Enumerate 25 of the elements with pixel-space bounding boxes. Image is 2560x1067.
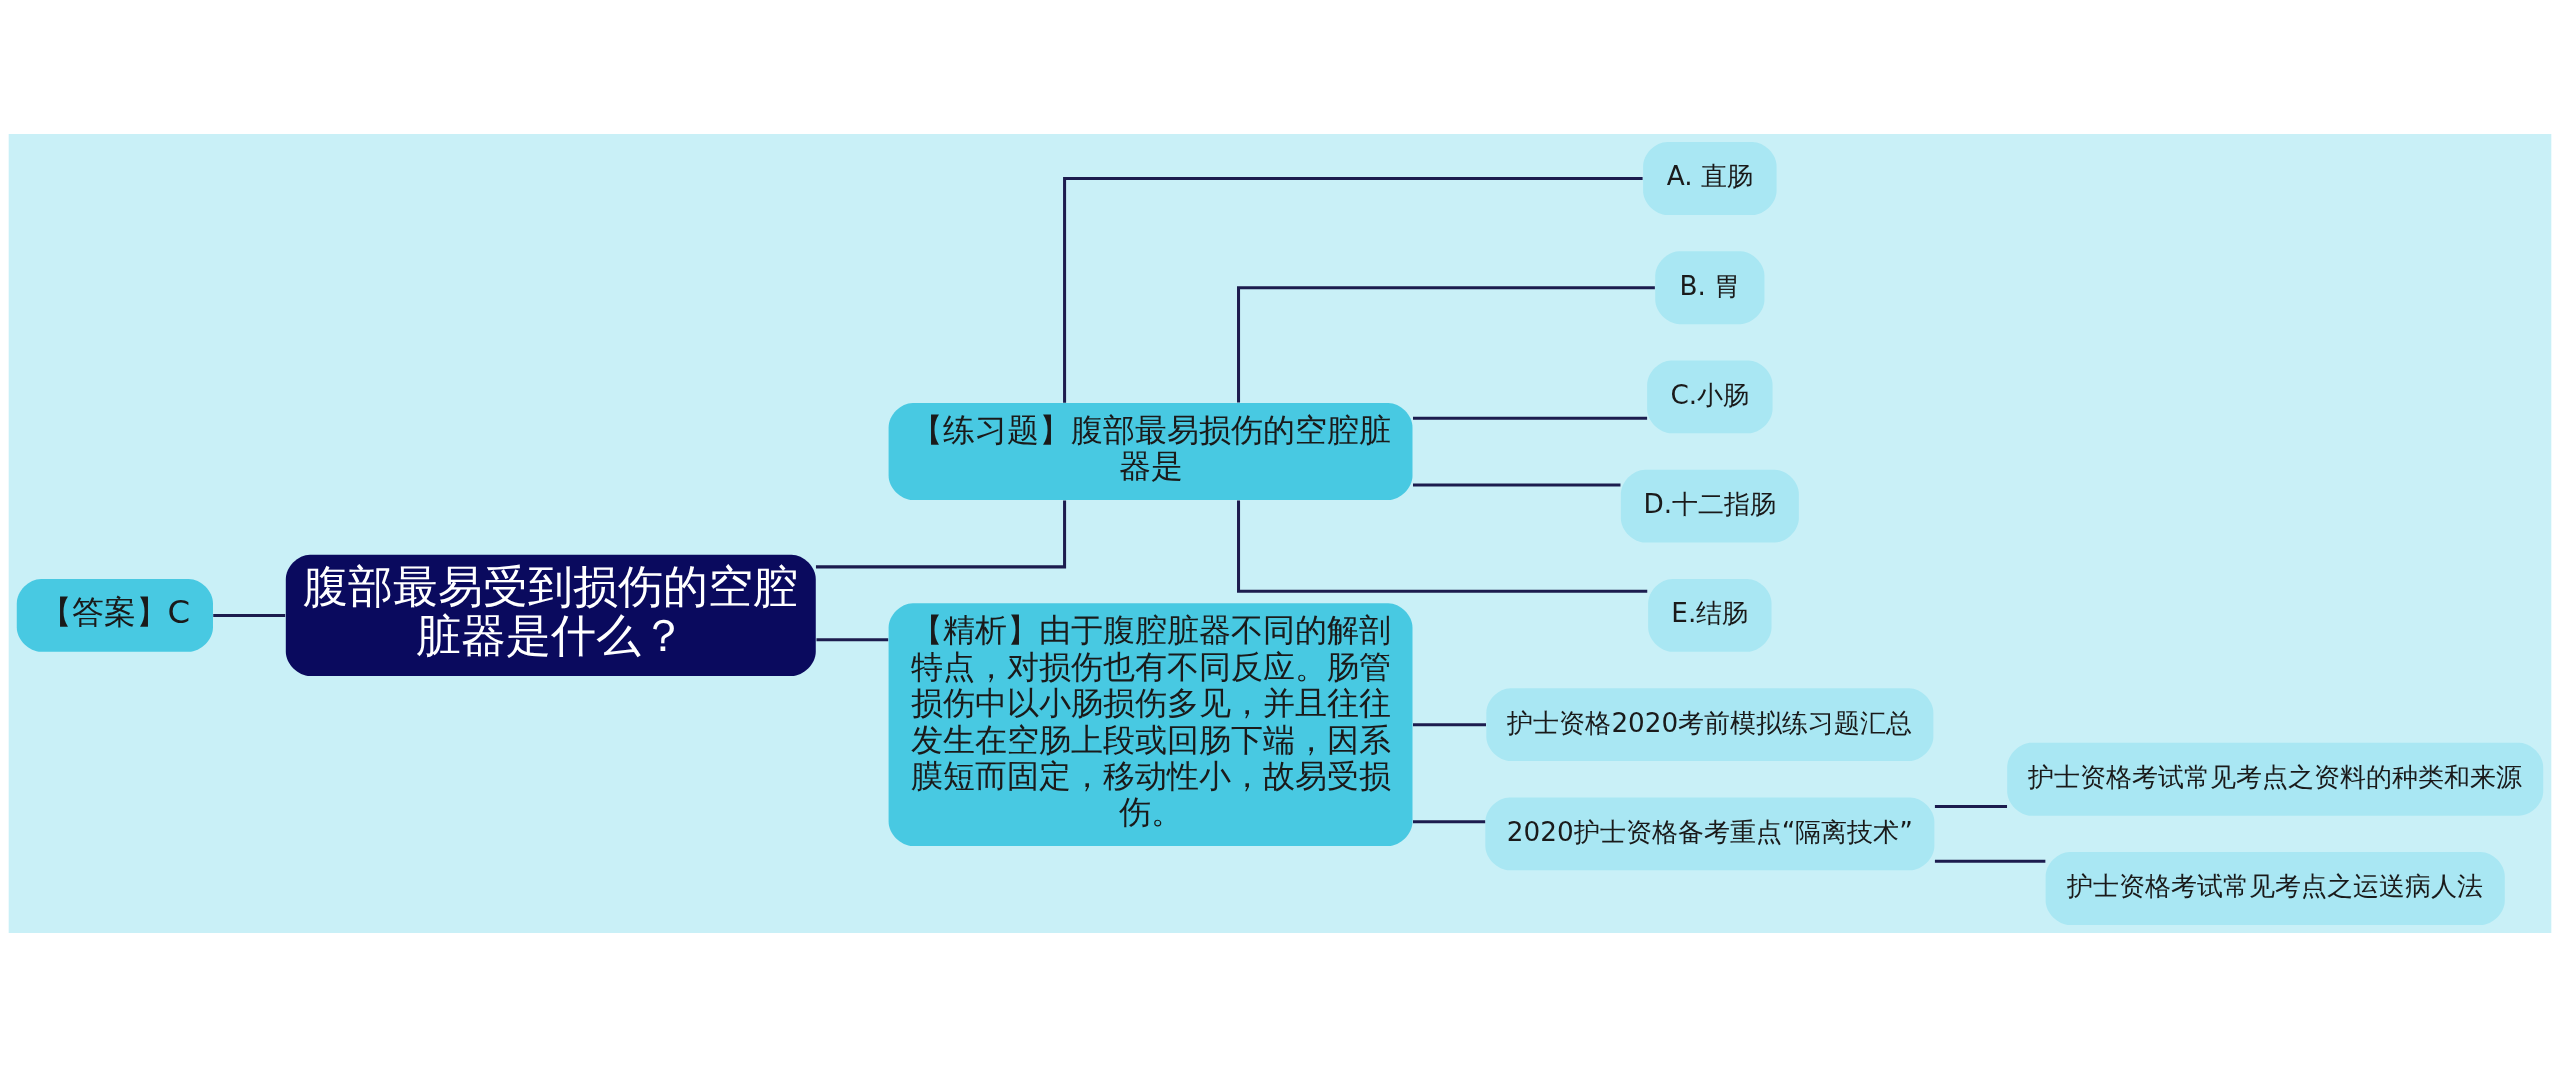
node-box: 护士资格2020考前模拟练习题汇总 — [1486, 688, 1934, 762]
node-box: 护士资格考试常见考点之资料的种类和来源 — [2007, 742, 2544, 816]
connector — [1413, 820, 1486, 824]
connector — [1934, 805, 2008, 809]
node-box: A. 直肠 — [1643, 142, 1777, 215]
connector — [1237, 500, 1648, 593]
connector — [815, 500, 1067, 569]
node-box: E.结肠 — [1648, 579, 1772, 652]
node-box: B. 胃 — [1655, 251, 1765, 325]
connector — [213, 613, 286, 617]
node-box: C.小肠 — [1647, 360, 1773, 434]
connector — [816, 638, 889, 642]
node-box: 【练习题】腹部最易损伤的空腔脏器是 — [888, 403, 1413, 501]
connector — [1063, 177, 1643, 403]
connector — [1413, 483, 1621, 487]
connector — [1934, 859, 2046, 863]
connector — [1413, 723, 1486, 727]
node-box: 腹部最易受到损伤的空腔脏器是什么？ — [285, 554, 816, 677]
connector — [1237, 286, 1655, 403]
connector — [1413, 416, 1648, 420]
node-box: 2020护士资格备考重点“隔离技术” — [1485, 797, 1935, 871]
node-box: 【精析】由于腹腔脏器不同的解剖特点，对损伤也有不同反应。肠管损伤中以小肠损伤多见，并且往往发生在空肠上段或回肠下端，因系膜短而固定，移动性小，故易受损伤。 — [888, 603, 1413, 846]
node-box: 护士资格考试常见考点之运送病人法 — [2045, 852, 2505, 925]
node-box: 【答案】C — [16, 579, 213, 652]
node-box: D.十二指肠 — [1620, 469, 1799, 543]
